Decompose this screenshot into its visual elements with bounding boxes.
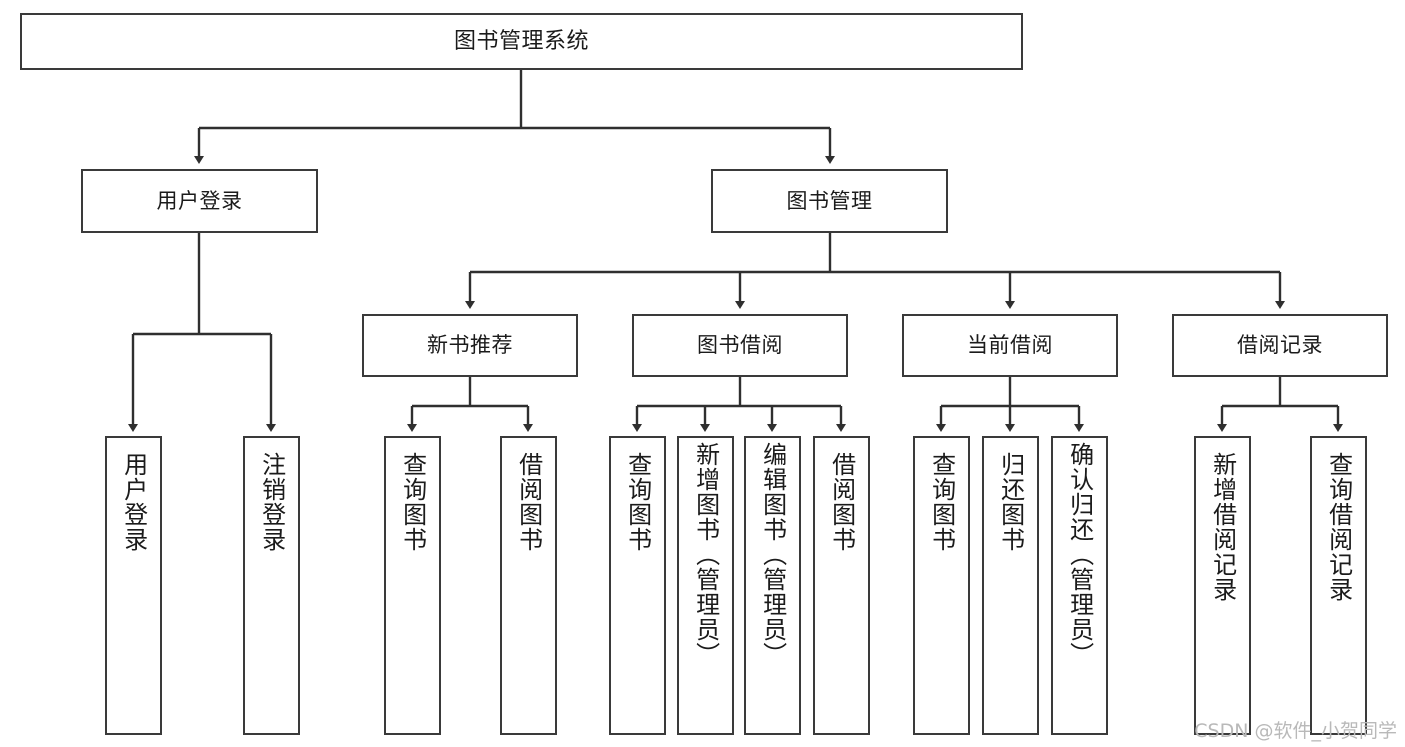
- node-current-borrow[interactable]: 当前借阅: [902, 314, 1118, 377]
- node-label: 新书推荐: [427, 333, 513, 358]
- node-label: 确认归还（管理员）: [1065, 442, 1094, 667]
- watermark: CSDN @软件_小贺同学: [1194, 720, 1397, 742]
- node-new-book-recommend[interactable]: 新书推荐: [362, 314, 578, 377]
- node-label: 新增图书（管理员）: [691, 442, 720, 667]
- leaf-add-book-admin[interactable]: 新增图书（管理员）: [677, 436, 734, 735]
- node-root-system[interactable]: 图书管理系统: [20, 13, 1023, 70]
- node-book-management[interactable]: 图书管理: [711, 169, 948, 233]
- node-label: 归还图书: [996, 452, 1025, 552]
- leaf-query-book-current[interactable]: 查询图书: [913, 436, 970, 735]
- leaf-edit-book-admin[interactable]: 编辑图书（管理员）: [744, 436, 801, 735]
- node-label: 查询图书: [398, 452, 427, 552]
- leaf-query-borrow-record[interactable]: 查询借阅记录: [1310, 436, 1367, 735]
- node-borrow-record[interactable]: 借阅记录: [1172, 314, 1388, 377]
- node-label: 借阅图书: [514, 452, 543, 552]
- node-label: 借阅记录: [1237, 333, 1323, 358]
- node-label: 查询借阅记录: [1324, 452, 1353, 602]
- leaf-query-book-recommend[interactable]: 查询图书: [384, 436, 441, 735]
- node-label: 查询图书: [927, 452, 956, 552]
- leaf-borrow-book[interactable]: 借阅图书: [813, 436, 870, 735]
- node-label: 编辑图书（管理员）: [758, 442, 787, 667]
- leaf-user-login[interactable]: 用户登录: [105, 436, 162, 735]
- leaf-return-book[interactable]: 归还图书: [982, 436, 1039, 735]
- node-label: 查询图书: [623, 452, 652, 552]
- leaf-query-book-borrow[interactable]: 查询图书: [609, 436, 666, 735]
- node-label: 用户登录: [156, 188, 243, 213]
- leaf-confirm-return-admin[interactable]: 确认归还（管理员）: [1051, 436, 1108, 735]
- node-label: 用户登录: [119, 452, 148, 552]
- node-label: 图书借阅: [697, 333, 783, 358]
- node-label: 新增借阅记录: [1208, 452, 1237, 602]
- node-label: 图书管理: [786, 188, 873, 213]
- node-label: 当前借阅: [967, 333, 1053, 358]
- node-label: 图书管理系统: [453, 28, 589, 54]
- node-label: 借阅图书: [827, 452, 856, 552]
- node-book-borrow[interactable]: 图书借阅: [632, 314, 848, 377]
- leaf-add-borrow-record[interactable]: 新增借阅记录: [1194, 436, 1251, 735]
- node-user-login[interactable]: 用户登录: [81, 169, 318, 233]
- leaf-borrow-book-recommend[interactable]: 借阅图书: [500, 436, 557, 735]
- leaf-logout[interactable]: 注销登录: [243, 436, 300, 735]
- node-label: 注销登录: [257, 452, 286, 552]
